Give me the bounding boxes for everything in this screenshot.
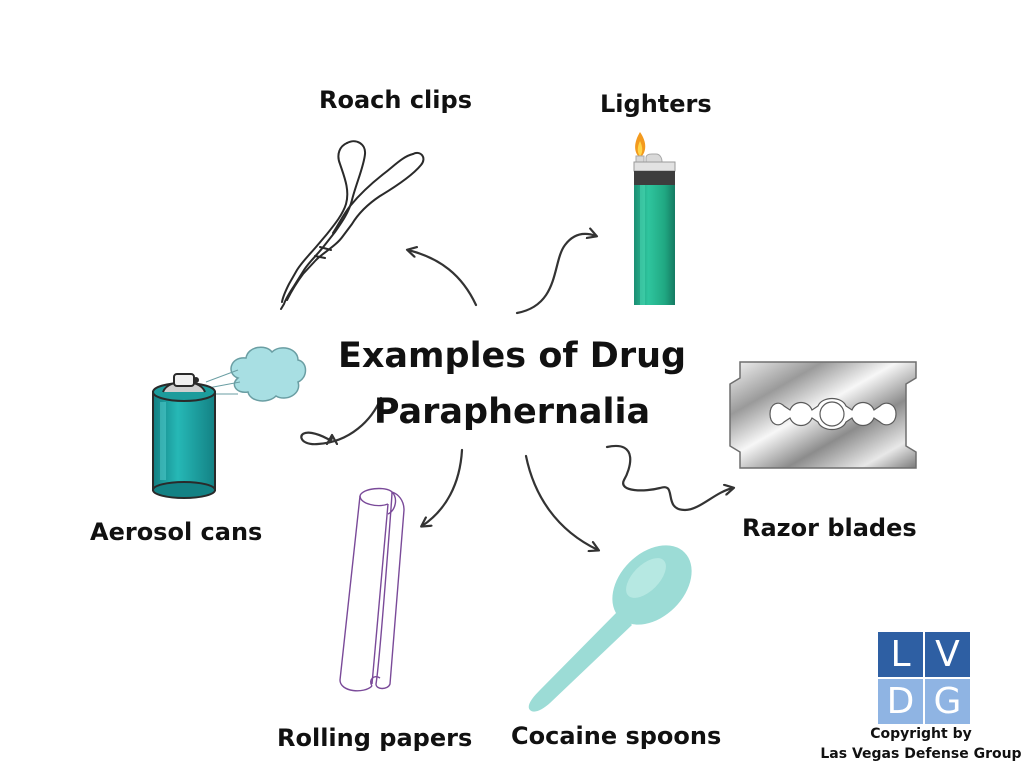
logo-letter-v: V <box>925 632 970 677</box>
aerosol-can-icon <box>152 346 307 499</box>
arrow-to-cocaine-spoons <box>524 454 598 550</box>
label-roach-clips: Roach clips <box>319 86 472 114</box>
label-cocaine-spoons: Cocaine spoons <box>511 722 722 750</box>
label-rolling-papers: Rolling papers <box>277 724 473 752</box>
arrows <box>300 234 733 550</box>
arrow-to-aerosol <box>300 396 383 446</box>
roach-clips-icon <box>280 140 425 310</box>
arrow-to-rolling-papers <box>422 448 464 526</box>
arrow-to-roach-clips <box>408 250 478 307</box>
arrow-to-razor <box>605 444 733 512</box>
label-aerosol-cans: Aerosol cans <box>90 518 263 546</box>
spray-cloud <box>230 346 307 402</box>
logo-letter-g: G <box>925 679 970 724</box>
copyright-line-1: Copyright by <box>870 726 972 742</box>
copyright-notice: Copyright by Las Vegas Defense Group <box>818 724 1024 764</box>
spoon-icon <box>528 545 692 712</box>
label-razor-blades: Razor blades <box>742 514 917 542</box>
arrow-to-lighters <box>515 234 596 315</box>
logo-letter-d: D <box>878 679 923 724</box>
logo-letter-l: L <box>878 632 923 677</box>
title-line-2: Paraphernalia <box>373 392 651 432</box>
label-lighters: Lighters <box>600 90 712 118</box>
copyright-line-2: Las Vegas Defense Group <box>820 746 1022 762</box>
diagram-title: Examples of Drug Paraphernalia <box>300 328 724 440</box>
lvdg-logo: L V D G <box>878 632 970 724</box>
rolling-paper-icon <box>339 487 405 692</box>
razor-blade-icon <box>729 361 917 469</box>
lighter-icon <box>633 132 676 305</box>
title-line-1: Examples of Drug <box>337 336 687 376</box>
